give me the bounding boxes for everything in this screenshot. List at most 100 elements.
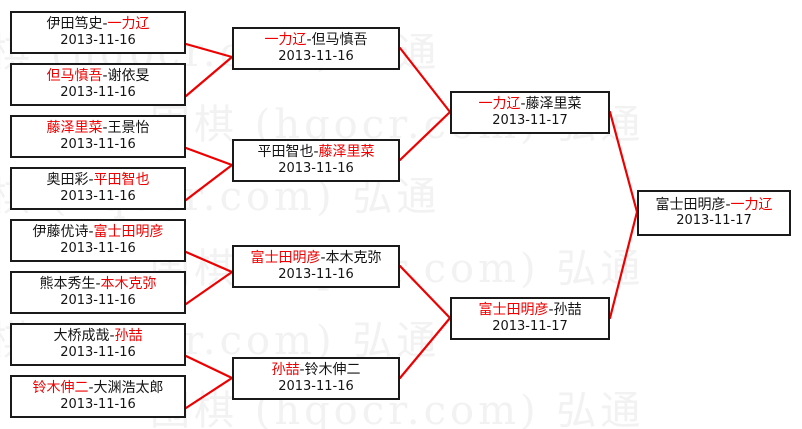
player-left: 富士田明彦 [478,302,549,319]
match-box-r1-8[interactable]: 铃木伸二-大渊浩太郎 2013-11-16 [10,375,186,418]
player-separator: - [102,16,108,33]
connector-r3-2 [608,210,639,320]
player-separator: - [88,380,94,397]
connector-r2-2 [398,110,452,162]
connector-r3-1 [608,110,639,214]
player-separator: - [102,68,108,85]
match-box-r1-4[interactable]: 奥田彩-平田智也 2013-11-16 [10,167,186,210]
player-left: 伊田笃史 [46,16,103,33]
player-left: 孙喆 [271,362,300,379]
player-right: 铃木伸二 [304,362,361,379]
connector-r1-3 [184,146,234,167]
match-box-r2-1[interactable]: 一力辽-但马慎吾 2013-11-16 [232,27,400,70]
match-players: 伊田笃史-一力辽 [46,16,149,32]
player-right: 孙喆 [553,302,582,319]
match-date: 2013-11-16 [278,48,354,64]
match-date: 2013-11-17 [676,213,752,229]
player-right: 谢依旻 [107,68,150,85]
player-left: 伊藤优诗 [32,224,89,241]
connector-r1-1 [184,42,234,59]
connector-r1-7 [184,354,234,380]
match-players: 平田智也-藤泽里菜 [257,144,374,160]
player-separator: - [102,120,108,137]
match-date: 2013-11-17 [492,318,568,334]
connector-r1-2 [184,55,234,98]
player-right: 藤泽里菜 [525,96,582,113]
match-box-r2-4[interactable]: 孙喆-铃木伸二 2013-11-16 [232,357,400,400]
player-left: 但马慎吾 [46,68,103,85]
player-right: 本木克弥 [325,250,382,267]
player-left: 大桥成哉 [53,328,110,345]
match-box-r1-1[interactable]: 伊田笃史-一力辽 2013-11-16 [10,11,186,54]
match-date: 2013-11-16 [60,240,136,256]
match-box-r2-3[interactable]: 富士田明彦-本木克弥 2013-11-16 [232,245,400,288]
match-box-r3-1[interactable]: 一力辽-藤泽里菜 2013-11-17 [450,91,610,134]
match-date: 2013-11-16 [60,344,136,360]
player-right: 藤泽里菜 [318,144,375,161]
match-players: 藤泽里菜-王景怡 [46,120,149,136]
match-box-final[interactable]: 富士田明彦-一力辽 2013-11-17 [637,190,791,236]
match-players: 富士田明彦-本木克弥 [250,250,381,266]
player-right: 王景怡 [107,120,150,137]
match-date: 2013-11-16 [60,32,136,48]
match-date: 2013-11-16 [60,396,136,412]
player-right: 大渊浩太郎 [93,380,164,397]
connector-r2-1 [398,46,452,114]
player-left: 一力辽 [264,32,307,49]
match-date: 2013-11-17 [492,112,568,128]
match-players: 富士田明彦-孙喆 [478,302,581,318]
player-separator: - [306,32,312,49]
match-players: 一力辽-但马慎吾 [264,32,367,48]
player-right: 孙喆 [114,328,143,345]
connector-r1-8 [184,376,234,410]
player-separator: - [299,362,305,379]
match-box-r2-2[interactable]: 平田智也-藤泽里菜 2013-11-16 [232,139,400,182]
connector-r1-4 [184,163,234,202]
player-separator: - [95,276,101,293]
player-separator: - [548,302,554,319]
player-left: 铃木伸二 [32,380,89,397]
match-box-r3-2[interactable]: 富士田明彦-孙喆 2013-11-17 [450,297,610,340]
match-players: 熊本秀生-本木克弥 [39,276,156,292]
match-date: 2013-11-16 [60,84,136,100]
match-players: 孙喆-铃木伸二 [271,362,360,378]
player-separator: - [320,250,326,267]
player-left: 熊本秀生 [39,276,96,293]
player-left: 奥田彩 [46,172,89,189]
player-right: 一力辽 [107,16,150,33]
match-date: 2013-11-16 [60,136,136,152]
player-separator: - [313,144,319,161]
match-box-r1-7[interactable]: 大桥成哉-孙喆 2013-11-16 [10,323,186,366]
player-left: 富士田明彦 [250,250,321,267]
match-date: 2013-11-16 [60,292,136,308]
player-right: 富士田明彦 [93,224,164,241]
connector-r1-6 [184,270,234,306]
player-left: 一力辽 [478,96,521,113]
match-box-r1-2[interactable]: 但马慎吾-谢依旻 2013-11-16 [10,63,186,106]
match-box-r1-5[interactable]: 伊藤优诗-富士田明彦 2013-11-16 [10,219,186,262]
player-left: 富士田明彦 [655,196,726,213]
match-date: 2013-11-16 [60,188,136,204]
player-separator: - [88,172,94,189]
match-date: 2013-11-16 [278,266,354,282]
player-right: 本木克弥 [100,276,157,293]
player-left: 平田智也 [257,144,314,161]
player-right: 一力辽 [730,196,773,213]
match-players: 一力辽-藤泽里菜 [478,96,581,112]
match-box-r1-6[interactable]: 熊本秀生-本木克弥 2013-11-16 [10,271,186,314]
match-players: 但马慎吾-谢依旻 [46,68,149,84]
match-box-r1-3[interactable]: 藤泽里菜-王景怡 2013-11-16 [10,115,186,158]
player-right: 但马慎吾 [311,32,368,49]
match-players: 铃木伸二-大渊浩太郎 [32,380,163,396]
match-date: 2013-11-16 [278,160,354,176]
player-left: 藤泽里菜 [46,120,103,137]
player-separator: - [520,96,526,113]
match-date: 2013-11-16 [278,378,354,394]
player-separator: - [109,328,115,345]
match-players: 奥田彩-平田智也 [46,172,149,188]
player-right: 平田智也 [93,172,150,189]
match-players: 伊藤优诗-富士田明彦 [32,224,163,240]
connector-r2-4 [398,316,452,380]
match-players: 大桥成哉-孙喆 [53,328,142,344]
connector-r2-3 [398,264,452,320]
